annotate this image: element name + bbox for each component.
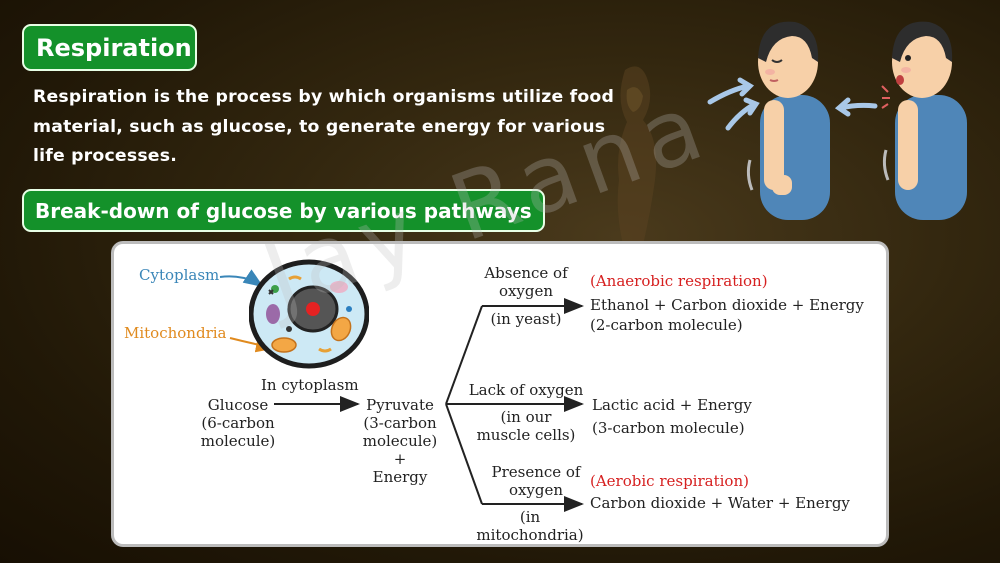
- animal-cell-icon: [249, 259, 369, 369]
- breathing-people-illustration: [707, 21, 967, 220]
- mitochondria-label: Mitochondria: [124, 324, 227, 342]
- intro-line: Respiration is the process by which orga…: [33, 87, 615, 107]
- place-line: (in our: [500, 408, 552, 426]
- pyruvate-block: Pyruvate (3-carbon molecule) + Energy: [350, 396, 450, 486]
- diagram-arrows: [219, 269, 584, 512]
- aerobic-place: (in mitochondria): [466, 508, 594, 544]
- pyruvate-detail: (3-carbon: [363, 414, 437, 432]
- place-line: mitochondria): [476, 526, 584, 544]
- glucose-block: Glucose (6-carbon molecule): [188, 396, 288, 450]
- intro-line: life processes.: [33, 146, 177, 166]
- plus-sign: +: [393, 450, 407, 468]
- glucose-label: Glucose: [207, 396, 269, 414]
- condition-line: oxygen: [508, 481, 564, 499]
- background-silhouette: [617, 66, 657, 245]
- branch-lower-line: [445, 403, 483, 505]
- in-cytoplasm-label: In cytoplasm: [261, 376, 359, 394]
- inhale-arrows-icon: [707, 77, 760, 131]
- place-line: muscle cells): [476, 426, 576, 444]
- muscle-products: Lactic acid + Energy: [592, 396, 752, 414]
- condition-line: Presence of: [491, 463, 581, 481]
- pyruvate-label: Pyruvate: [366, 396, 434, 414]
- anaerobic-place: (in yeast): [490, 310, 562, 328]
- muscle-condition: Lack of oxygen: [468, 381, 584, 399]
- branch-upper-line: [445, 305, 483, 405]
- cytoplasm-label: Cytoplasm: [139, 266, 220, 284]
- glucose-detail: molecule): [200, 432, 276, 450]
- person-exhaling: [882, 21, 967, 220]
- title-badge: Respiration: [22, 24, 197, 71]
- anaerobic-label: (Anaerobic respiration): [590, 272, 768, 290]
- condition-line: Absence of: [484, 264, 568, 282]
- intro-paragraph: Respiration is the process by which orga…: [33, 83, 633, 172]
- section-title: Break-down of glucose by various pathway…: [35, 199, 532, 223]
- place-line: (in: [519, 508, 541, 526]
- anaerobic-note: (2-carbon molecule): [590, 316, 743, 334]
- muscle-place: (in our muscle cells): [456, 408, 596, 444]
- intro-line: material, such as glucose, to generate e…: [33, 116, 606, 137]
- exhale-arrows-icon: [834, 97, 878, 117]
- glucose-pathways-diagram: Cytoplasm Mitochondria In cytoplasm Gluc…: [111, 241, 889, 547]
- anaerobic-condition: Absence of oxygen: [476, 264, 576, 300]
- anaerobic-products: Ethanol + Carbon dioxide + Energy: [590, 296, 864, 314]
- aerobic-condition: Presence of oxygen: [476, 463, 596, 499]
- condition-line: oxygen: [498, 282, 554, 300]
- aerobic-products: Carbon dioxide + Water + Energy: [590, 494, 850, 512]
- aerobic-label: (Aerobic respiration): [590, 472, 749, 490]
- glucose-detail: (6-carbon: [201, 414, 275, 432]
- muscle-note: (3-carbon molecule): [592, 419, 745, 437]
- person-inhaling: [746, 21, 830, 220]
- page-title: Respiration: [36, 34, 192, 62]
- energy-label: Energy: [372, 468, 428, 486]
- breath-puff-icon: [881, 85, 890, 109]
- section-badge: Break-down of glucose by various pathway…: [22, 189, 545, 232]
- pyruvate-detail: molecule): [362, 432, 438, 450]
